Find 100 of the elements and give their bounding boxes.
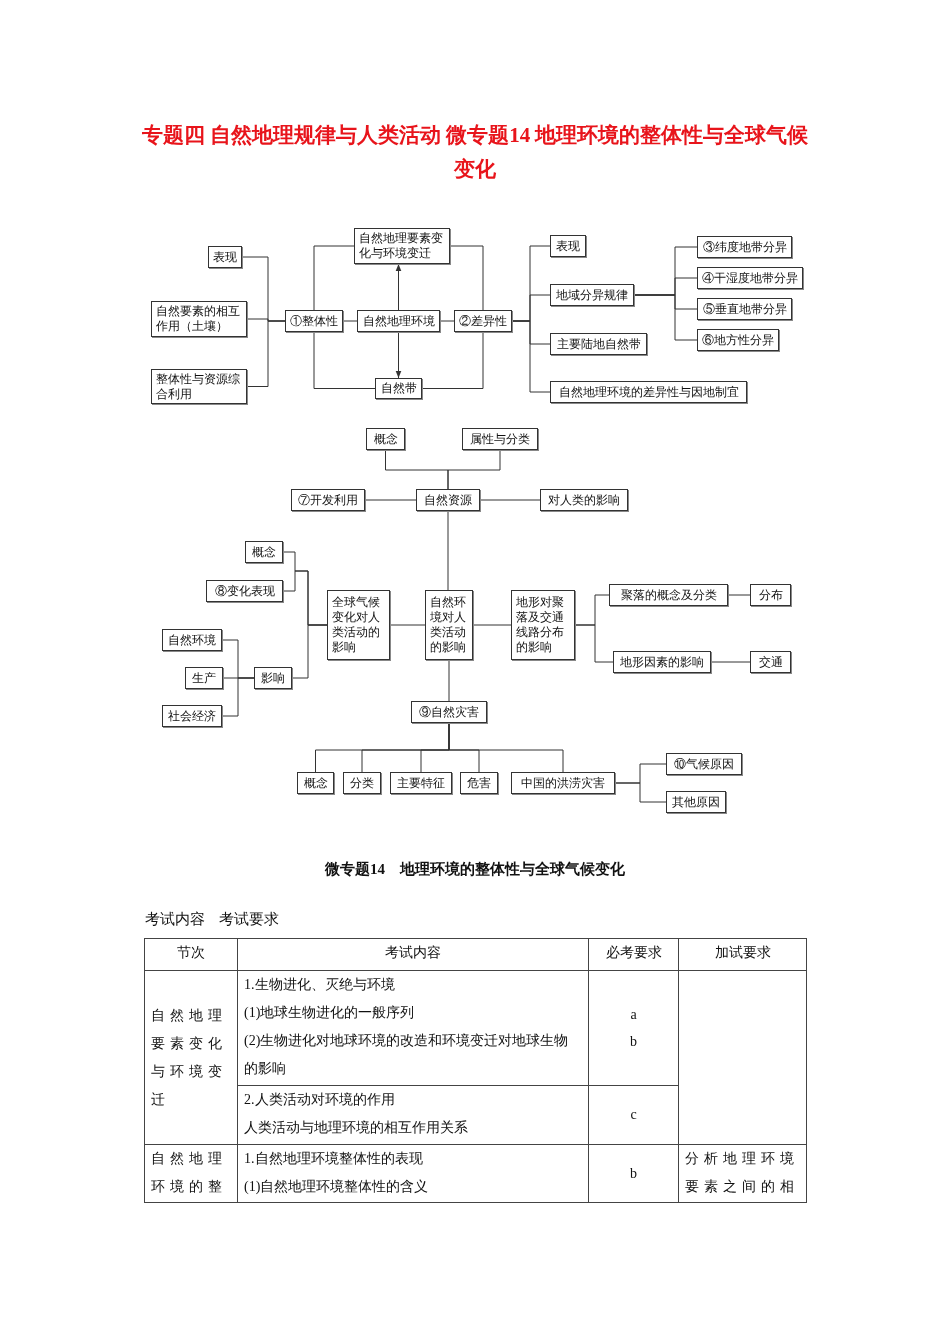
connector-line [472,624,512,626]
table-cell-text: 加试要求 [713,944,772,962]
concept-box [750,651,791,673]
concept-box [162,629,222,651]
connector-line [421,331,484,389]
box-label: ⑩气候原因 [674,756,734,772]
box-label: 自然地理环境 [362,313,435,329]
section-heading: 微专题14 地理环境的整体性与全球气候变化 [324,860,626,879]
box-label: 社会经济 [168,708,216,724]
concept-box [550,284,634,306]
box-label: 整体性与资源综合利用 [156,371,241,402]
connector-line [448,659,450,702]
concept-box [666,791,726,813]
connector-line [710,661,751,663]
table-cell-text: (1)自然地理环境整体性的含义 [244,1178,430,1196]
table-cell-text: 2.人类活动对环境的作用 [244,1091,396,1109]
box-label: 危害 [467,775,491,791]
box-label: 生产 [192,670,216,686]
concept-box [454,310,512,332]
connector-line [342,320,358,322]
box-label: ⑨自然灾害 [419,704,479,720]
table-cell-text: b [629,1164,638,1183]
concept-box [750,584,791,606]
concept-box [416,489,480,511]
box-label: 地形因素的影响 [620,654,704,670]
box-label: 主要特征 [397,775,445,791]
box-label: ④干湿度地带分异 [702,270,798,286]
concept-box [697,329,779,351]
table-cell-text: 必考要求 [604,944,663,962]
box-label: 自然地理要素变化与环境变迁 [359,231,444,261]
arrow [395,263,402,311]
box-label: 概念 [373,431,398,447]
table-cell-text: (1)地球生物进化的一般序列 [244,1004,416,1022]
subheading-text: 考试要求 [219,910,279,929]
box-label: ②差异性 [459,313,507,329]
box-label: 影响 [261,670,285,686]
table-cell-text: 考试内容 [384,944,442,962]
connector-line [389,624,426,626]
box-label: 地域分异规律 [556,287,628,303]
box-label: 其他原因 [672,794,720,810]
concept-box [425,590,473,660]
concept-box [343,772,381,794]
box-label: 自然带 [380,381,417,396]
box-label: ①整体性 [290,313,338,329]
box-label: 概念 [252,544,276,560]
box-label: ⑤垂直地带分异 [702,301,787,317]
box-label: 分类 [350,775,374,791]
table-cell-text: 人类活动与地理环境的相互作用关系 [244,1119,469,1137]
concept-box [666,753,742,775]
concept-box [511,590,575,660]
box-label: 属性与分类 [470,431,530,447]
box-label: 表现 [213,249,237,265]
box-label: 交通 [758,654,783,670]
connector-line [291,624,328,679]
box-label: ⑧变化表现 [214,583,275,599]
connector-line [439,320,455,322]
concept-box [540,489,628,511]
box-label: 自然地理环境的差异性与因地制宜 [558,384,739,400]
concept-box [462,428,538,450]
box-label: 聚落的概念及分类 [620,587,717,603]
connector-line [727,594,751,596]
box-label: 表现 [556,238,580,254]
table-cell-text: 节次 [176,944,206,962]
arrow [395,331,402,379]
connector-line [313,331,376,389]
box-label: ⑥地方性分异 [702,332,774,348]
concept-box [550,381,747,403]
concept-box [697,267,803,289]
concept-box [254,667,292,689]
concept-box [460,772,498,794]
connector-line [633,294,698,341]
concept-box [390,772,452,794]
concept-box [697,298,792,320]
connector-line [313,245,355,311]
table-cell-text: 自然地理要素变化与环境变迁 [151,1006,228,1109]
box-label: 分布 [758,587,783,603]
box-label: 概念 [303,775,328,791]
box-label: 中国的洪涝灾害 [521,775,605,791]
concept-box [162,705,222,727]
concept-box [291,489,365,511]
box-label: 主要陆地自然带 [556,336,641,352]
box-label: ③纬度地带分异 [702,239,787,255]
concept-box [206,580,283,602]
concept-box [613,651,711,673]
concept-box [411,701,487,723]
concept-box [697,236,792,258]
table-cell-text: 1.自然地理环境整体性的表现 [244,1150,424,1168]
concept-box [366,428,405,450]
box-label: 对人类的影响 [548,492,620,508]
box-label: 自然环境 [168,632,216,648]
table-cell-text: 1.生物进化、灭绝与环境 [244,976,396,994]
page-title: 专题四 自然地理规律与人类活动 微专题14 地理环境的整体性与全球气候变化 [140,122,810,183]
concept-box [151,369,247,404]
connector-line [448,722,564,773]
concept-box [550,235,586,257]
connector-line [614,782,667,803]
connector-line [246,320,286,387]
connector-line [447,510,449,591]
concept-box [297,772,334,794]
box-label: 全球气候变化对人类活动的影响 [332,595,381,655]
